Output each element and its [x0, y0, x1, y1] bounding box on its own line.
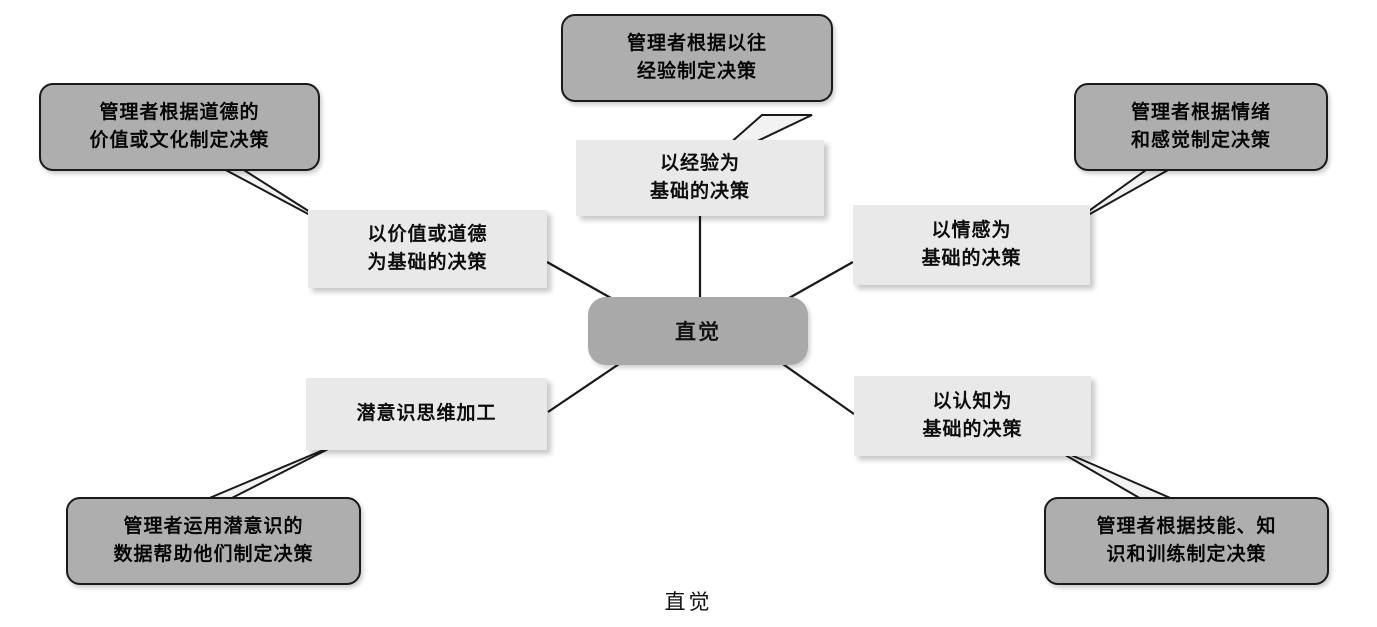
callout-emotion-note-text: 管理者根据情绪 和感觉制定决策 [1125, 99, 1277, 154]
node-values[interactable]: 以价值或道德 为基础的决策 [308, 210, 547, 288]
callout-subconscious-note[interactable]: 管理者运用潜意识的 数据帮助他们制定决策 [66, 497, 361, 585]
hub-node-intuition[interactable]: 直觉 [588, 297, 808, 365]
callout-experience-note-line1: 管理者根据以往 [626, 32, 767, 55]
node-experience-line2: 基础的决策 [649, 180, 750, 202]
node-experience-label: 以经验为 基础的决策 [650, 150, 750, 205]
node-cognition-label: 以认知为 基础的决策 [922, 388, 1022, 443]
node-experience-line1: 以经验为 [659, 152, 740, 175]
callout-values-note[interactable]: 管理者根据道德的 价值或文化制定决策 [39, 83, 320, 171]
tail-subconscious-note [199, 442, 341, 503]
node-emotion-line1: 以情感为 [931, 219, 1012, 242]
callout-experience-note-line2: 经验制定决策 [636, 60, 757, 82]
callout-cognition-note[interactable]: 管理者根据技能、知 识和训练制定决策 [1044, 497, 1329, 585]
node-cognition[interactable]: 以认知为 基础的决策 [854, 376, 1091, 456]
callout-emotion-note[interactable]: 管理者根据情绪 和感觉制定决策 [1074, 83, 1328, 171]
callout-values-note-line1: 管理者根据道德的 [99, 101, 260, 124]
node-subconscious-label: 潜意识思维加工 [356, 402, 497, 425]
callout-values-note-line2: 价值或文化制定决策 [89, 129, 270, 151]
spoke-to-emotion [781, 261, 854, 303]
callout-subconscious-note-line2: 数据帮助他们制定决策 [113, 543, 314, 565]
node-subconscious[interactable]: 潜意识思维加工 [306, 378, 547, 450]
node-values-line1: 以价值或道德 [367, 223, 488, 246]
node-cognition-line1: 以认知为 [932, 390, 1013, 413]
node-emotion[interactable]: 以情感为 基础的决策 [853, 205, 1090, 285]
node-emotion-line2: 基础的决策 [921, 247, 1022, 269]
hub-node-label: 直觉 [675, 320, 721, 344]
figure-caption: 直觉 [664, 590, 713, 614]
callout-subconscious-note-line1: 管理者运用潜意识的 [123, 515, 304, 538]
node-values-label: 以价值或道德 为基础的决策 [367, 221, 487, 276]
node-values-line2: 为基础的决策 [367, 251, 488, 273]
callout-experience-note[interactable]: 管理者根据以往 经验制定决策 [561, 14, 833, 102]
callout-emotion-note-line2: 和感觉制定决策 [1130, 129, 1271, 151]
node-experience[interactable]: 以经验为 基础的决策 [576, 140, 824, 216]
callout-emotion-note-line1: 管理者根据情绪 [1130, 101, 1271, 124]
spoke-to-subconscious [547, 361, 623, 413]
callout-cognition-note-line2: 识和训练制定决策 [1106, 543, 1267, 565]
callout-subconscious-note-text: 管理者运用潜意识的 数据帮助他们制定决策 [107, 513, 319, 568]
node-emotion-label: 以情感为 基础的决策 [921, 217, 1021, 272]
callout-values-note-text: 管理者根据道德的 价值或文化制定决策 [83, 99, 275, 154]
callout-cognition-note-line1: 管理者根据技能、知 [1096, 515, 1277, 538]
callout-experience-note-text: 管理者根据以往 经验制定决策 [621, 30, 773, 85]
node-cognition-line2: 基础的决策 [922, 418, 1023, 440]
callout-cognition-note-text: 管理者根据技能、知 识和训练制定决策 [1090, 513, 1282, 568]
spoke-to-values [546, 261, 619, 303]
spoke-to-cognition [779, 361, 855, 415]
